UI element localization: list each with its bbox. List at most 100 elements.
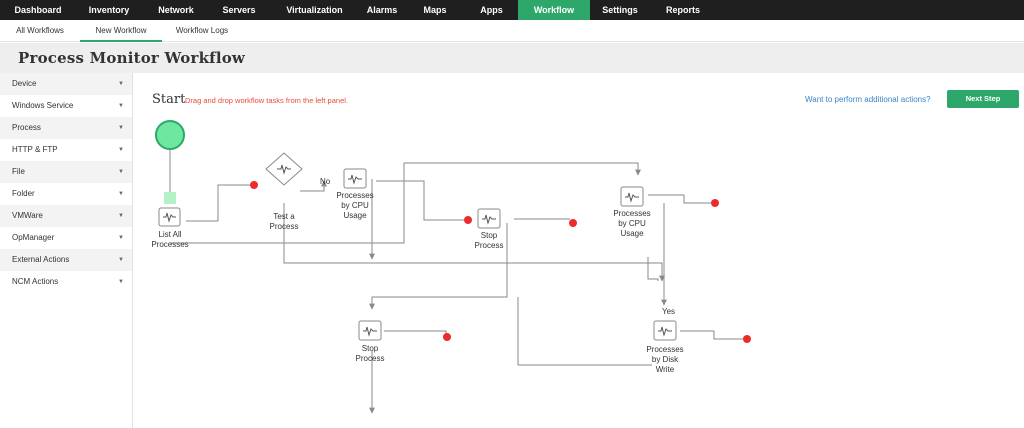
node-list-all-processes[interactable] bbox=[158, 207, 181, 227]
chevron-down-icon[interactable]: ▼ bbox=[118, 257, 124, 263]
sub-tab-all-workflows[interactable]: All Workflows bbox=[16, 26, 64, 35]
node-label-line: Process bbox=[355, 354, 385, 363]
edge bbox=[517, 297, 652, 366]
top-tab-workflow[interactable]: Workflow bbox=[518, 0, 590, 20]
sub-tab-workflow-logs[interactable]: Workflow Logs bbox=[175, 26, 229, 35]
sidebar-item-label: HTTP & FTP bbox=[12, 145, 58, 154]
node-label-line: Process bbox=[269, 222, 299, 231]
edge bbox=[384, 330, 447, 337]
sidebar-item-label: VMWare bbox=[12, 211, 43, 220]
node-processes-by-cpu-usage-2[interactable] bbox=[620, 186, 644, 207]
end-dot bbox=[569, 219, 577, 227]
top-tab-maps[interactable]: Maps bbox=[423, 5, 447, 15]
sidebar-item-opmanager[interactable]: OpManager ▼ bbox=[0, 227, 132, 249]
pulse-icon bbox=[348, 174, 362, 185]
edge bbox=[170, 162, 641, 244]
chevron-down-icon[interactable]: ▼ bbox=[118, 279, 124, 285]
node-label-line: Processes bbox=[646, 345, 684, 354]
pulse-icon bbox=[277, 164, 291, 175]
top-navigation: Dashboard Inventory Network Servers Virtuali… bbox=[0, 0, 1024, 20]
node-label-line: Usage bbox=[343, 211, 367, 220]
top-tab-network[interactable]: Network bbox=[158, 5, 194, 15]
sidebar-item-windows-service[interactable]: Windows Service ▼ bbox=[0, 95, 132, 117]
edge bbox=[283, 203, 665, 282]
workflow-canvas[interactable]: Start Drag and drop workflow tasks from … bbox=[134, 73, 1024, 428]
sub-tab-new-workflow[interactable]: New Workflow bbox=[80, 20, 162, 42]
edges bbox=[167, 149, 667, 414]
edge bbox=[369, 223, 508, 310]
sidebar-item-ncm-actions[interactable]: NCM Actions ▼ bbox=[0, 271, 132, 293]
node-label-line: Stop bbox=[480, 231, 498, 240]
sidebar-item-label: Device bbox=[12, 79, 37, 88]
sidebar-item-label: External Actions bbox=[12, 255, 70, 264]
sidebar-item-external-actions[interactable]: External Actions ▼ bbox=[0, 249, 132, 271]
node-label-line: Usage bbox=[620, 229, 644, 238]
end-dot bbox=[464, 216, 472, 224]
sidebar-item-folder[interactable]: Folder▼ bbox=[0, 183, 132, 205]
node-label-line: Test a bbox=[273, 212, 295, 221]
chevron-down-icon[interactable]: ▼ bbox=[118, 147, 124, 153]
chevron-down-icon[interactable]: ▼ bbox=[118, 125, 124, 131]
edge bbox=[186, 184, 252, 222]
edge-label-yes: Yes bbox=[662, 307, 676, 316]
node-label-line: List All bbox=[158, 230, 182, 239]
node-test-process[interactable] bbox=[265, 152, 303, 186]
chevron-down-icon[interactable]: ▼ bbox=[118, 81, 124, 87]
additional-actions-link[interactable]: Want to perform additional actions? bbox=[805, 95, 931, 104]
node-label-line: by CPU bbox=[618, 219, 646, 228]
node-label-line: Processes bbox=[336, 191, 374, 200]
start-label: Start bbox=[152, 92, 186, 107]
start-circle bbox=[155, 120, 185, 150]
edge bbox=[680, 330, 746, 340]
node-processes-by-cpu-usage-1[interactable] bbox=[343, 168, 367, 189]
chevron-down-icon[interactable]: ▼ bbox=[118, 191, 124, 197]
top-tab-virtualization[interactable]: Virtualization bbox=[286, 5, 343, 15]
end-dot bbox=[250, 181, 258, 189]
pulse-icon bbox=[658, 326, 672, 337]
sidebar-item-device[interactable]: Device ▼ bbox=[0, 73, 132, 95]
task-sidebar: Device▼Windows Service▼Process▼HTTP & FT… bbox=[0, 73, 133, 428]
sub-navigation: All Workflows New Workflow Workflow Logs bbox=[0, 20, 1024, 42]
sidebar-item-label: Windows Service bbox=[12, 101, 74, 110]
sidebar-item-label: OpManager bbox=[12, 233, 55, 242]
edge bbox=[376, 180, 468, 221]
node-stop-process-1[interactable] bbox=[477, 208, 501, 229]
top-tab-dashboard[interactable]: Dashboard bbox=[14, 5, 62, 15]
node-label-line: Stop bbox=[361, 344, 379, 353]
end-dot bbox=[443, 333, 451, 341]
sidebar-item-vmware[interactable]: VMWare ▼ bbox=[0, 205, 132, 227]
top-tab-servers[interactable]: Servers bbox=[222, 5, 256, 15]
next-step-button[interactable]: Next Step bbox=[947, 90, 1019, 108]
end-dots bbox=[250, 181, 751, 343]
pulse-icon bbox=[363, 326, 377, 337]
sidebar-item-label: NCM Actions bbox=[12, 277, 59, 286]
node-stop-process-2[interactable] bbox=[358, 320, 382, 341]
sidebar-item-file[interactable]: File ▼ bbox=[0, 161, 132, 183]
top-tab-inventory[interactable]: Inventory bbox=[88, 5, 130, 15]
chevron-down-icon[interactable]: ▼ bbox=[118, 169, 124, 175]
sidebar-item-label: File bbox=[12, 167, 25, 176]
terminal-connectors bbox=[384, 194, 746, 340]
end-dot bbox=[711, 199, 719, 207]
sidebar-item-process[interactable]: Process ▼ bbox=[0, 117, 132, 139]
top-tab-apps[interactable]: Apps bbox=[480, 5, 503, 15]
sidebar-item-label: Process bbox=[12, 123, 41, 132]
chevron-down-icon[interactable]: ▼ bbox=[118, 213, 124, 219]
chevron-down-icon[interactable]: ▼ bbox=[118, 235, 124, 241]
pulse-icon bbox=[482, 214, 496, 225]
node-processes-by-disk-write[interactable] bbox=[653, 320, 677, 341]
sidebar-item-http-ftp[interactable]: HTTP & FTP ▼ bbox=[0, 139, 132, 161]
top-tab-settings[interactable]: Settings bbox=[602, 5, 638, 15]
chevron-down-icon[interactable]: ▼ bbox=[118, 103, 124, 109]
drag-hint: Drag and drop workflow tasks from the le… bbox=[185, 96, 348, 105]
pulse-icon bbox=[163, 212, 176, 223]
top-tab-reports[interactable]: Reports bbox=[665, 5, 700, 15]
top-tab-alarms[interactable]: Alarms bbox=[366, 5, 398, 15]
drop-target-marker bbox=[164, 192, 176, 204]
node-label-line: by Disk bbox=[651, 355, 679, 364]
